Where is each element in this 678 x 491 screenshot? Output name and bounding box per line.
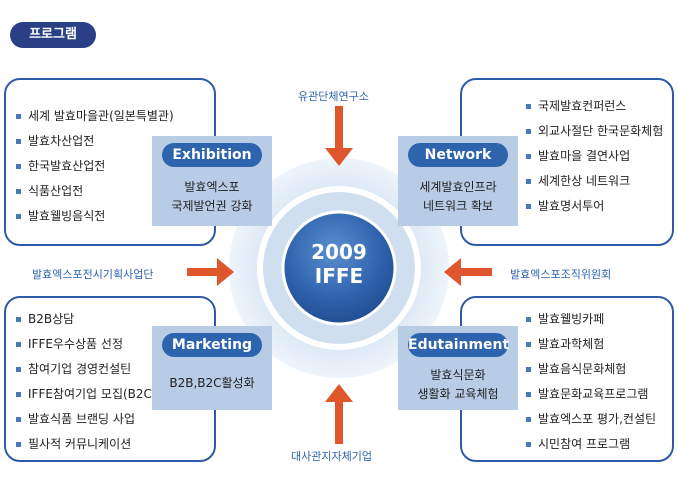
list-item: 필사적 커뮤니케이션 [16, 432, 157, 457]
network-desc: 세계발효인프라 네트워크 확보 [398, 178, 518, 216]
edutainment-list: 발효웰빙카페 발효과학체험 발효음식문화체험 발효문화교육프로그램 발효엑스포 … [526, 307, 656, 457]
marketing-list: B2B상담 IFFE우수상품 선정 참여기업 경영컨설틴 IFFE참여기업 모집… [16, 307, 157, 457]
edutainment-desc-line1: 발효식문화 [430, 368, 486, 382]
exhibition-desc: 발효엑스포 국제발언권 강화 [152, 178, 272, 216]
list-item: 발효과학체험 [526, 332, 656, 357]
center-year: 2009 [311, 240, 367, 264]
exhibition-list: 세계 발효마을관(일본특별관) 발효차산업전 한국발효산업전 식품산업전 발효웰… [16, 104, 174, 229]
network-list: 국제발효컨퍼런스 외교사절단 한국문화체험 발효마을 결연사업 세계한상 네트워… [526, 94, 663, 219]
list-item: 세계 발효마을관(일본특별관) [16, 104, 174, 129]
center-core [281, 210, 397, 326]
list-item: IFFE참여기업 모집(B2C) [16, 382, 157, 407]
list-item: 시민참여 프로그램 [526, 432, 656, 457]
network-desc-line1: 세계발효인프라 [419, 180, 497, 194]
list-item: 외교사절단 한국문화체험 [526, 119, 663, 144]
exhibition-desc-line1: 발효엑스포 [184, 180, 240, 194]
network-desc-line2: 네트워크 확보 [422, 199, 494, 213]
exhibition-title: Exhibition [162, 143, 262, 167]
edutainment-box: Edutainment 발효식문화 생활화 교육체험 [398, 326, 518, 410]
list-item: 발효음식문화체험 [526, 357, 656, 382]
label-left: 발효엑스포전시기획사업단 [32, 268, 154, 281]
label-bottom: 대사관지자체기업 [291, 450, 372, 463]
network-title: Network [408, 143, 508, 167]
program-tag: 프로그램 [10, 22, 96, 48]
list-item: 발효웰빙음식전 [16, 204, 174, 229]
list-item: 발효차산업전 [16, 129, 174, 154]
arrow-bottom [325, 384, 353, 444]
list-item: IFFE우수상품 선정 [16, 332, 157, 357]
label-top: 유관단체연구소 [298, 90, 369, 103]
marketing-box: Marketing B2B,B2C활성화 [152, 326, 272, 410]
list-item: 발효명서투어 [526, 194, 663, 219]
edutainment-title: Edutainment [408, 333, 509, 357]
marketing-desc: B2B,B2C활성화 [169, 376, 255, 390]
list-item: 한국발효산업전 [16, 154, 174, 179]
list-item: 참여기업 경영컨설틴 [16, 357, 157, 382]
list-item: 식품산업전 [16, 179, 174, 204]
network-box: Network 세계발효인프라 네트워크 확보 [398, 136, 518, 226]
arrow-left [187, 258, 234, 286]
edutainment-desc: 발효식문화 생활화 교육체험 [398, 366, 518, 404]
center-title: 2009 IFFE [289, 240, 389, 288]
exhibition-box: Exhibition 발효엑스포 국제발언권 강화 [152, 136, 272, 226]
list-item: 발효식품 브랜딩 사업 [16, 407, 157, 432]
arrow-top [325, 106, 353, 166]
exhibition-desc-line2: 국제발언권 강화 [171, 199, 253, 213]
edutainment-desc-line2: 생활화 교육체험 [417, 387, 499, 401]
label-right: 발효엑스포조직위원회 [510, 268, 612, 281]
list-item: 세계한상 네트워크 [526, 169, 663, 194]
arrow-right [444, 258, 492, 286]
list-item: B2B상담 [16, 307, 157, 332]
list-item: 발효웰빙카페 [526, 307, 656, 332]
list-item: 발효마을 결연사업 [526, 144, 663, 169]
list-item: 국제발효컨퍼런스 [526, 94, 663, 119]
list-item: 발효엑스포 평가,컨설틴 [526, 407, 656, 432]
center-name: IFFE [314, 264, 364, 288]
list-item: 발효문화교육프로그램 [526, 382, 656, 407]
marketing-title: Marketing [162, 333, 262, 357]
